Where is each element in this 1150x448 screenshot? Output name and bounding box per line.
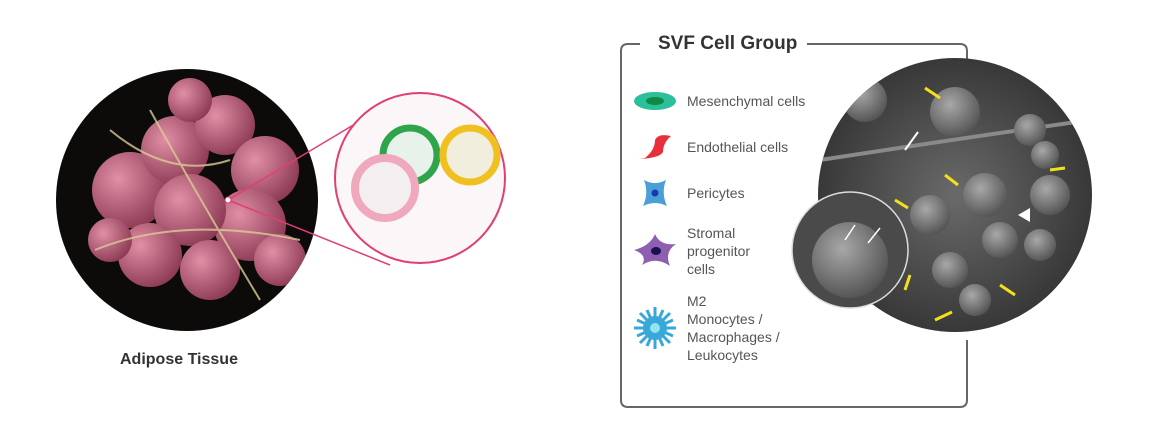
label-line: progenitor [687, 243, 751, 259]
legend-label-endothelial: Endothelial cells [687, 139, 789, 155]
pericyte-icon [643, 180, 667, 206]
label-line: cells [687, 261, 716, 277]
adipose-tissue-image [56, 69, 318, 331]
label-line: Macrophages / [687, 329, 780, 345]
zoom-connector [224, 114, 391, 266]
mesenchymal-cell-icon [634, 92, 676, 110]
svf-group-box [620, 43, 968, 408]
macrophage-icon [634, 307, 676, 349]
label-line: Monocytes / [687, 311, 763, 327]
filter-discs-image [334, 92, 506, 264]
legend-label-pericytes: Pericytes [687, 185, 745, 201]
label-line: Leukocytes [687, 347, 758, 363]
stromal-progenitor-cell-icon [634, 234, 676, 266]
adipose-tissue-caption: Adipose Tissue [120, 351, 238, 368]
endothelial-cell-icon [639, 135, 671, 159]
label-line: M2 [687, 293, 707, 309]
legend-label-macrophages: M2 Monocytes / Macrophages / Leukocytes [687, 292, 780, 364]
label-line: Stromal [687, 225, 736, 241]
legend-label-stromal-progenitor: Stromal progenitor cells [687, 224, 750, 278]
svf-group-title: SVF Cell Group [648, 33, 808, 55]
legend-label-mesenchymal: Mesenchymal cells [687, 93, 806, 109]
sem-micrograph-image [791, 58, 1092, 332]
